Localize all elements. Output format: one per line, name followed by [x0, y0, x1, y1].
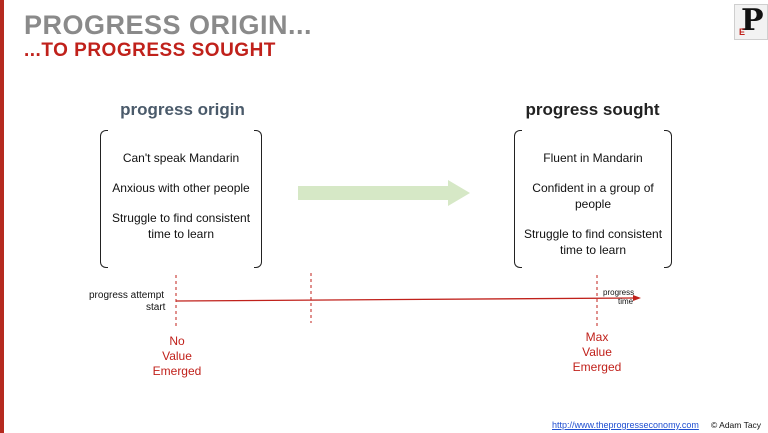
no-value-emerged-label: No Value Emerged	[140, 334, 214, 379]
progress-sought-heading: progress sought	[525, 100, 660, 119]
max-value-line: Emerged	[572, 360, 622, 374]
website-link[interactable]: http://www.theprogresseconomy.com	[552, 420, 699, 430]
max-value-emerged-label: Max Value Emerged	[560, 330, 634, 375]
max-value-line: Max	[585, 330, 609, 344]
progress-origin-heading: progress origin	[120, 100, 245, 119]
max-value-line: Value	[582, 345, 612, 359]
no-value-line: Value	[162, 349, 192, 363]
logo-letter: P	[741, 3, 764, 38]
progress-attempt-label: progress attempt	[89, 290, 165, 301]
sought-bracket-box: Fluent in Mandarin Confident in a group …	[514, 130, 672, 268]
origin-item: Anxious with other people	[112, 181, 250, 195]
progress-economy-logo: P E	[734, 4, 768, 40]
title-line-1: PROGRESS ORIGIN...	[24, 10, 313, 40]
axis-time-label: time	[618, 297, 634, 306]
start-label: start	[146, 302, 166, 313]
origin-list: Can't speak Mandarin Anxious with other …	[108, 150, 254, 256]
progress-timeline-axis	[175, 297, 636, 302]
logo-sub-letter: E	[739, 27, 746, 37]
title-line-2: ...TO PROGRESS SOUGHT	[24, 40, 276, 61]
sought-list: Fluent in Mandarin Confident in a group …	[522, 150, 664, 272]
sought-item: Fluent in Mandarin	[543, 151, 643, 165]
sought-item: Struggle to find consistent time to lear…	[523, 227, 663, 257]
copyright-text: © Adam Tacy	[711, 420, 762, 430]
transition-arrow-icon	[298, 180, 470, 206]
right-bracket	[664, 130, 672, 268]
no-value-line: No	[169, 334, 185, 348]
left-bracket	[514, 130, 522, 268]
origin-bracket-box: Can't speak Mandarin Anxious with other …	[100, 130, 262, 268]
axis-progress-label: progress	[603, 288, 635, 297]
right-bracket	[254, 130, 262, 268]
axis-arrowhead-icon	[633, 295, 641, 301]
left-bracket	[100, 130, 108, 268]
sought-item: Confident in a group of people	[532, 181, 654, 211]
origin-item: Can't speak Mandarin	[122, 151, 240, 165]
origin-item: Struggle to find consistent time to lear…	[111, 211, 251, 241]
no-value-line: Emerged	[152, 364, 202, 378]
accent-bar	[0, 0, 4, 433]
